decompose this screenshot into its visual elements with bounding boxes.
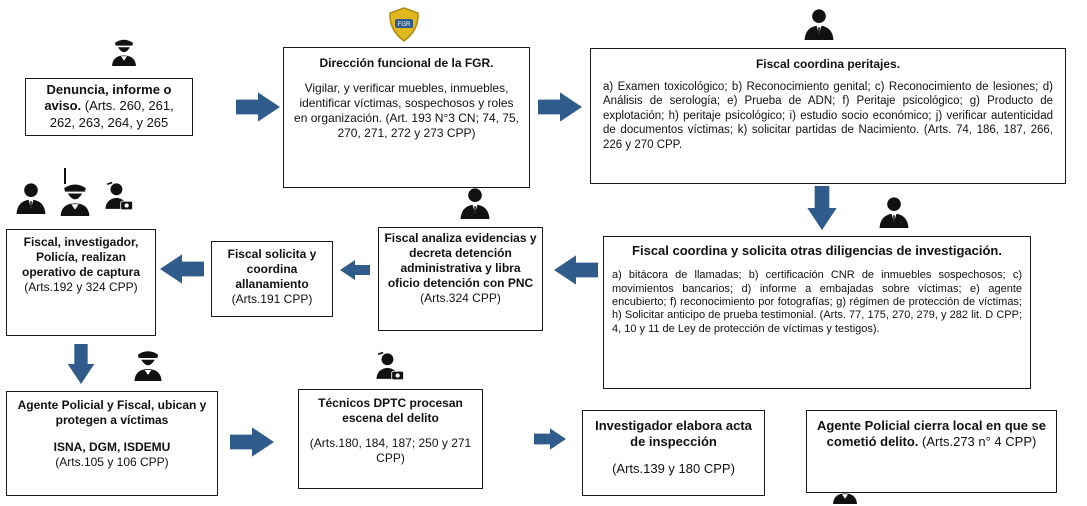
police-officer-icon	[57, 180, 93, 216]
arrow-right	[534, 427, 566, 451]
victim-protection-box: Agente Policial y Fiscal, ubican y prote…	[6, 391, 218, 496]
arrow-left	[340, 258, 370, 282]
inspection-record-title: Investigador elabora acta de inspección	[595, 418, 752, 450]
complaint-title: Denuncia, informe o aviso.	[44, 82, 172, 114]
technician-icon	[102, 180, 136, 214]
victim-protection-refs: (Arts.105 y 106 CPP)	[55, 455, 169, 469]
crime-scene-box: Técnicos DPTC procesan escena del delito…	[298, 389, 483, 489]
forensic-expertise-box: Fiscal coordina peritajes. a) Examen tox…	[590, 48, 1066, 184]
search-warrant-title: Fiscal solicita y coordina allanamiento	[227, 247, 317, 291]
arrow-down	[805, 186, 839, 230]
premises-closure-title: Agente Policial cierra local en que se c…	[816, 418, 1047, 450]
person-icon	[802, 6, 836, 40]
police-badge-icon: FGR	[389, 7, 419, 42]
other-procedures-title: Fiscal coordina y solicita otras diligen…	[632, 243, 1002, 258]
person-icon	[877, 194, 911, 228]
evidence-analysis-refs: (Arts.324 CPP)	[420, 291, 501, 305]
arrow-right	[538, 90, 582, 124]
arrow-left	[554, 253, 598, 287]
person-icon	[14, 180, 48, 214]
person-icon	[458, 185, 492, 219]
svg-text:FGR: FGR	[398, 22, 411, 28]
search-warrant-refs: (Arts.191 CPP)	[231, 292, 313, 306]
arrow-down	[64, 344, 98, 384]
premises-closure-box: Agente Policial cierra local en que se c…	[806, 410, 1057, 493]
functional-direction-refs: (Art. 193 N°3 CN; 74, 75, 270, 271, 272 …	[337, 111, 519, 140]
complaint-box: Denuncia, informe o aviso. (Arts. 260, 2…	[25, 78, 193, 136]
forensic-expertise-title: Fiscal coordina peritajes.	[755, 57, 901, 71]
crime-scene-title: Técnicos DPTC procesan escena del delito	[318, 396, 463, 425]
victim-protection-title: Agente Policial y Fiscal, ubican y prote…	[17, 398, 207, 427]
inspection-record-refs: (Arts.139 y 180 CPP)	[612, 460, 735, 476]
capture-operation-refs: (Arts.192 y 324 CPP)	[24, 280, 138, 294]
complaint-refs: (Arts. 260, 261, 262, 263, 264, y 265	[49, 98, 174, 130]
search-warrant-box: Fiscal solicita y coordina allanamiento …	[211, 241, 333, 317]
functional-direction-body: Vigilar, y verificar muebles, inmuebles,…	[294, 81, 514, 125]
arrow-left	[160, 254, 204, 284]
evidence-analysis-title: Fiscal analiza evidencias y decreta dete…	[384, 231, 537, 290]
divider-line	[64, 168, 66, 184]
capture-operation-title: Fiscal, investigador, Policía, realizan …	[21, 235, 141, 279]
arrow-right	[236, 90, 280, 124]
premises-closure-refs: (Arts.273 n° 4 CPP)	[922, 434, 1037, 450]
inspection-record-box: Investigador elabora acta de inspección …	[582, 410, 765, 496]
functional-direction-title: Dirección funcional de la FGR.	[319, 56, 494, 70]
other-procedures-box: Fiscal coordina y solicita otras diligen…	[603, 236, 1031, 389]
other-procedures-body: a) bitácora de llamadas; b) certificació…	[612, 269, 1022, 335]
functional-direction-box: Dirección funcional de la FGR. Vigilar, …	[283, 47, 530, 188]
forensic-expertise-body: a) Examen toxicológico; b) Reconocimient…	[603, 81, 1053, 151]
crime-scene-refs: (Arts.180, 184, 187; 250 y 271 CPP)	[309, 436, 472, 465]
victim-protection-agencies: ISNA, DGM, ISDEMU	[53, 440, 171, 454]
arrow-right	[230, 427, 274, 457]
technician-icon	[373, 350, 407, 384]
police-officer-icon	[109, 36, 139, 66]
police-officer-icon	[131, 347, 165, 381]
evidence-analysis-box: Fiscal analiza evidencias y decreta dete…	[378, 227, 543, 331]
capture-operation-box: Fiscal, investigador, Policía, realizan …	[6, 229, 156, 336]
